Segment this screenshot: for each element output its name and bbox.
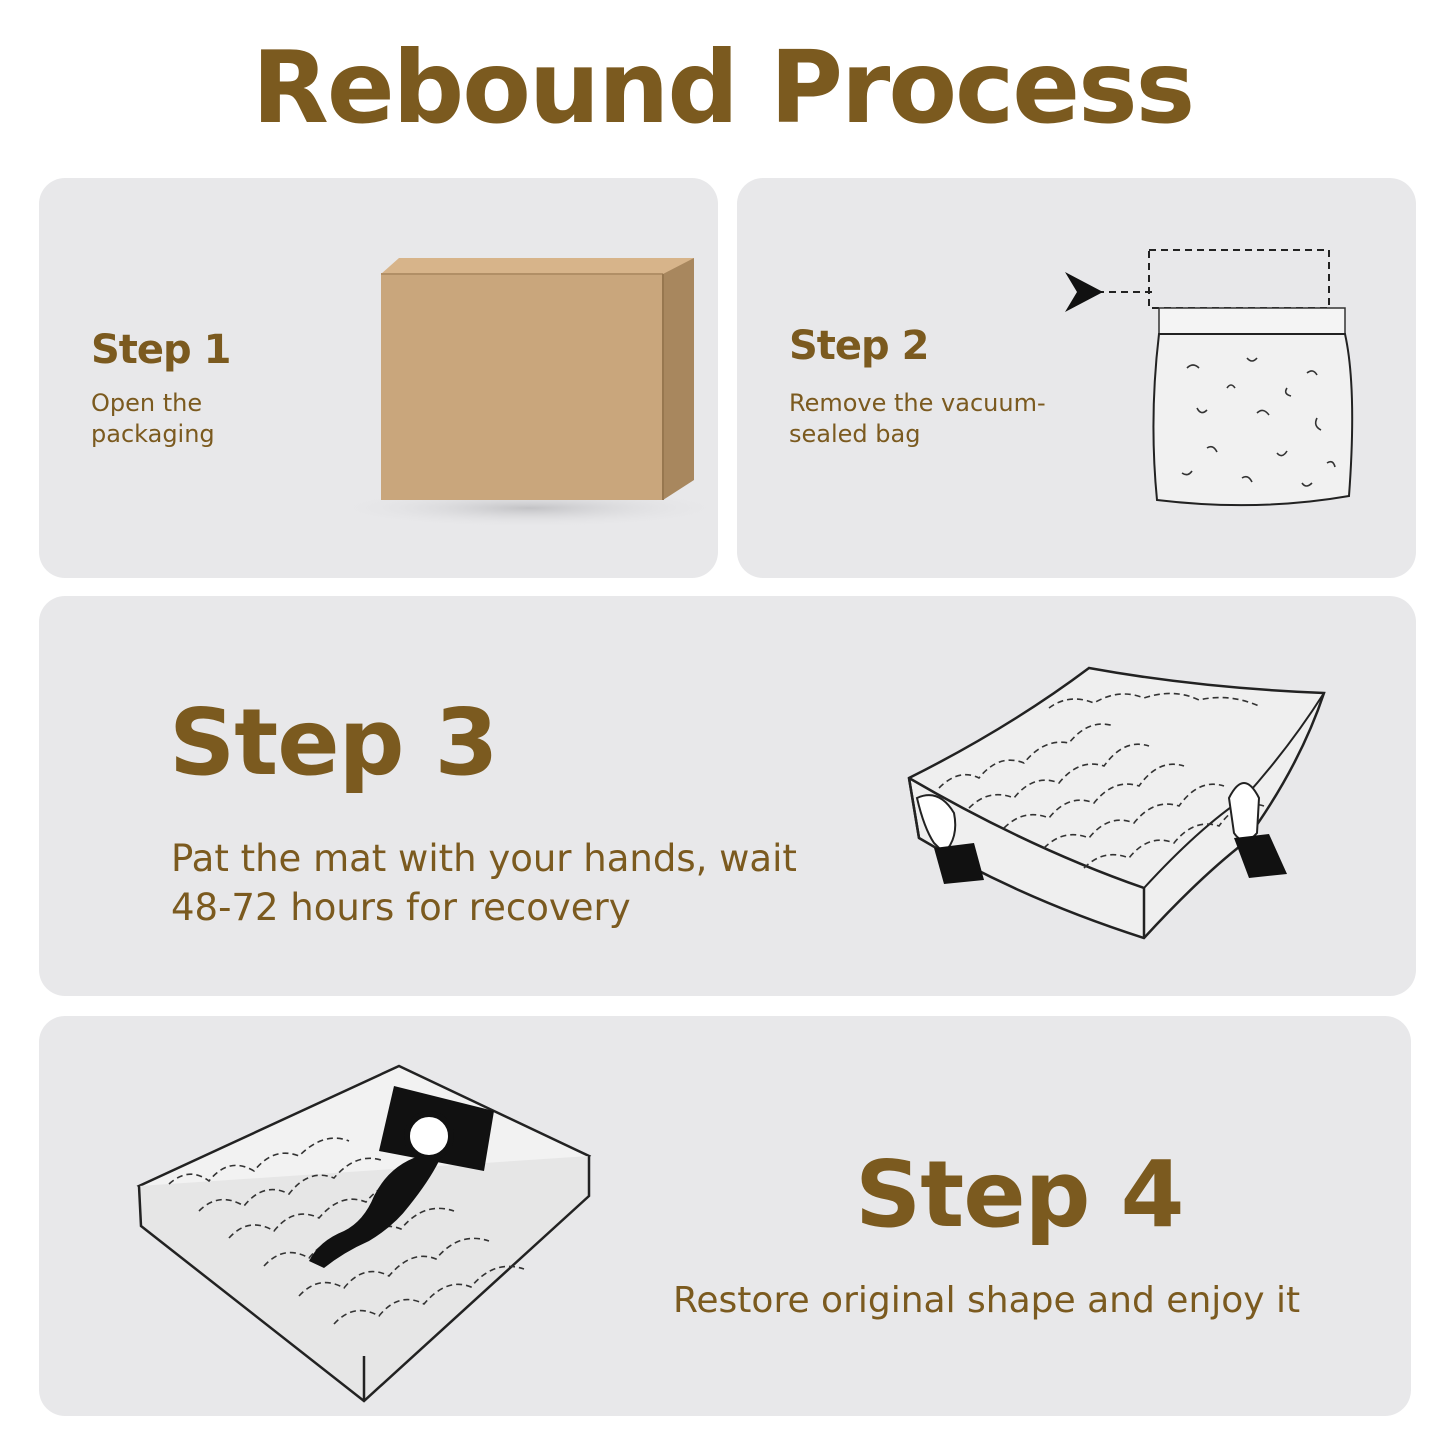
step-1-title: Step 1	[91, 327, 231, 373]
page-title: Rebound Process	[251, 29, 1195, 146]
step-4-title: Step 4	[855, 1141, 1185, 1248]
step-2-panel: Step 2 Remove the vacuum-sealed bag	[737, 178, 1416, 578]
vacuum-bag-icon	[1065, 249, 1354, 507]
step-1-description: Open the packaging	[91, 389, 215, 449]
step-4-panel: Step 4 Restore original shape and enjoy …	[39, 1016, 1411, 1416]
mattress-hands-icon	[907, 666, 1326, 940]
step-3-panel: Step 3 Pat the mat with your hands, wait…	[39, 596, 1416, 996]
step-4-description: Restore original shape and enjoy it	[673, 1280, 1301, 1321]
step-1-panel: Step 1 Open the packaging	[39, 178, 718, 578]
person-on-mattress-icon	[136, 1064, 592, 1403]
step-2-description: Remove the vacuum-sealed bag	[789, 389, 1046, 449]
step-2-title: Step 2	[789, 323, 929, 369]
step-3-description: Pat the mat with your hands, wait 48-72 …	[171, 837, 797, 930]
cardboard-box-icon	[329, 258, 718, 528]
step-3-title: Step 3	[169, 689, 499, 796]
